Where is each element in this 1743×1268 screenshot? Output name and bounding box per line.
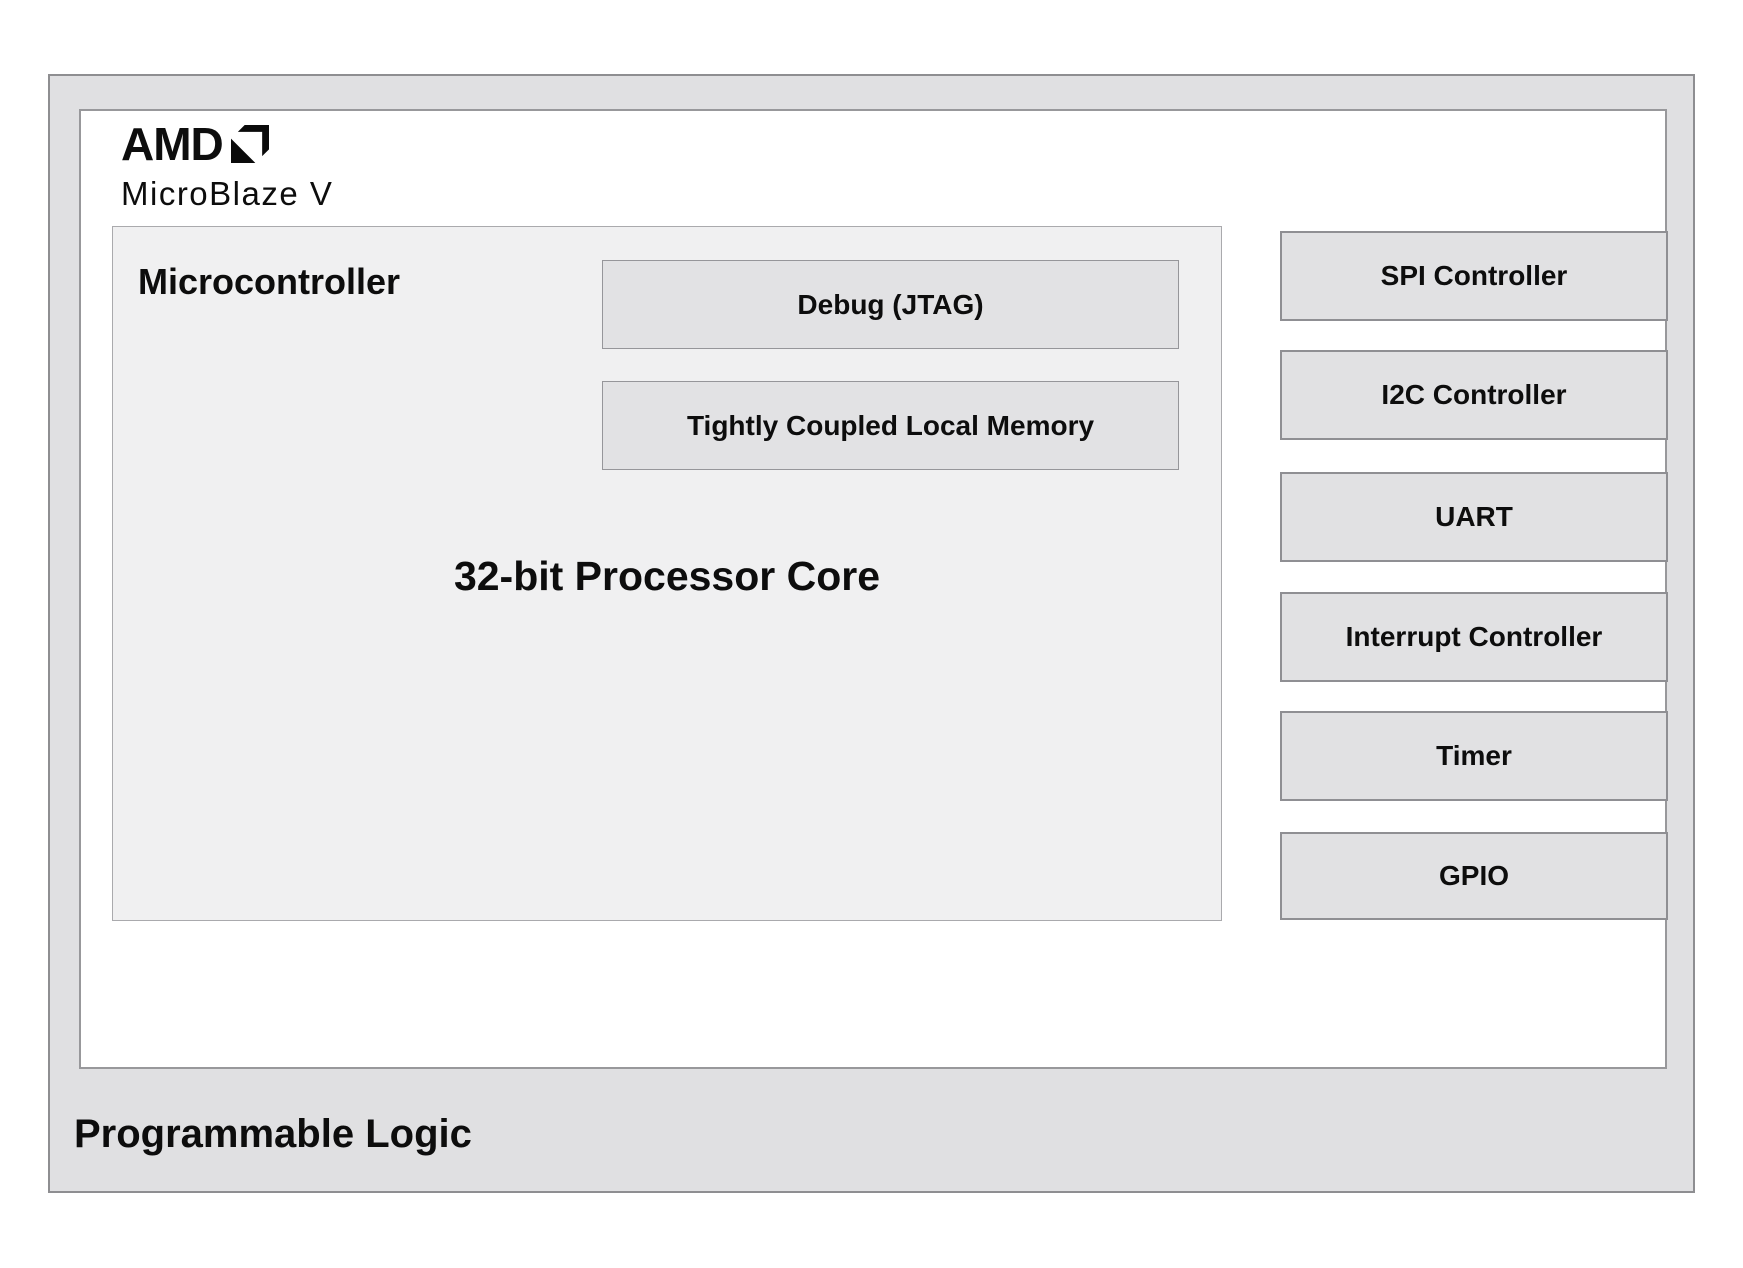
peripheral-block-uart: UART xyxy=(1280,472,1668,562)
processor-core-label: 32-bit Processor Core xyxy=(453,553,881,599)
amd-arrow-icon xyxy=(230,125,269,163)
peripheral-block-interrupt-controller: Interrupt Controller xyxy=(1280,592,1668,682)
fpga-inner-region: AMD MicroBlaze V Microcontroller Debug (… xyxy=(79,109,1668,1069)
programmable-logic-region: AMD MicroBlaze V Microcontroller Debug (… xyxy=(48,74,1695,1193)
peripheral-column: SPI Controller I2C Controller UART Inter… xyxy=(1280,231,1668,920)
peripheral-block-spi-controller: SPI Controller xyxy=(1280,231,1668,321)
amd-branding: AMD MicroBlaze V xyxy=(121,118,334,212)
amd-logo: AMD xyxy=(121,118,333,170)
microblaze-v-wordmark: MicroBlaze V xyxy=(121,175,334,212)
debug-jtag-block: Debug (JTAG) xyxy=(602,260,1179,349)
amd-wordmark: AMD xyxy=(121,118,224,170)
tightly-coupled-local-memory-block: Tightly Coupled Local Memory xyxy=(602,381,1179,470)
microcontroller-block: Microcontroller Debug (JTAG) Tightly Cou… xyxy=(112,226,1222,921)
programmable-logic-label: Programmable Logic xyxy=(74,1112,472,1156)
peripheral-block-gpio: GPIO xyxy=(1280,832,1668,920)
microcontroller-title: Microcontroller xyxy=(138,261,401,302)
peripheral-block-i2c-controller: I2C Controller xyxy=(1280,350,1668,440)
peripheral-block-timer: Timer xyxy=(1280,711,1668,801)
